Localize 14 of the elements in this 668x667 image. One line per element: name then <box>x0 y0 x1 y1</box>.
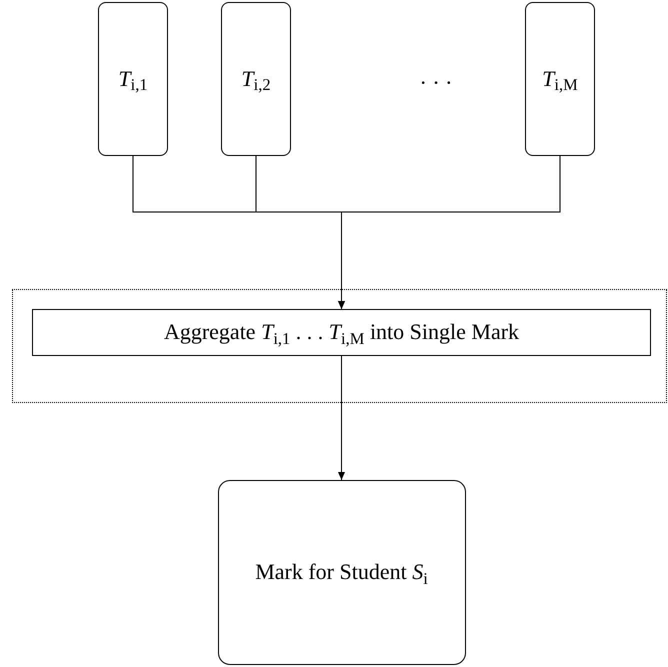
rounded-box <box>218 480 466 665</box>
rounded-box <box>221 2 291 156</box>
node-text: T$_{i,M}$ <box>542 64 578 94</box>
connector-arrow <box>338 356 345 480</box>
dotted-group-box <box>12 289 667 403</box>
node-text: Aggregate T$_{i,1}$ . . . T$_{i,M}$ into Single Mark <box>164 318 520 348</box>
node-text: T$_{i,1}$ <box>118 64 148 94</box>
process-box <box>32 309 651 356</box>
ellipsis-text: · · · <box>418 69 454 97</box>
connector-arrow <box>338 156 560 310</box>
rounded-box <box>525 2 595 156</box>
node-text: Mark for Student S$_{i}$ <box>255 558 428 588</box>
rounded-box <box>98 2 168 156</box>
node-text: T$_{i,2}$ <box>241 64 271 94</box>
